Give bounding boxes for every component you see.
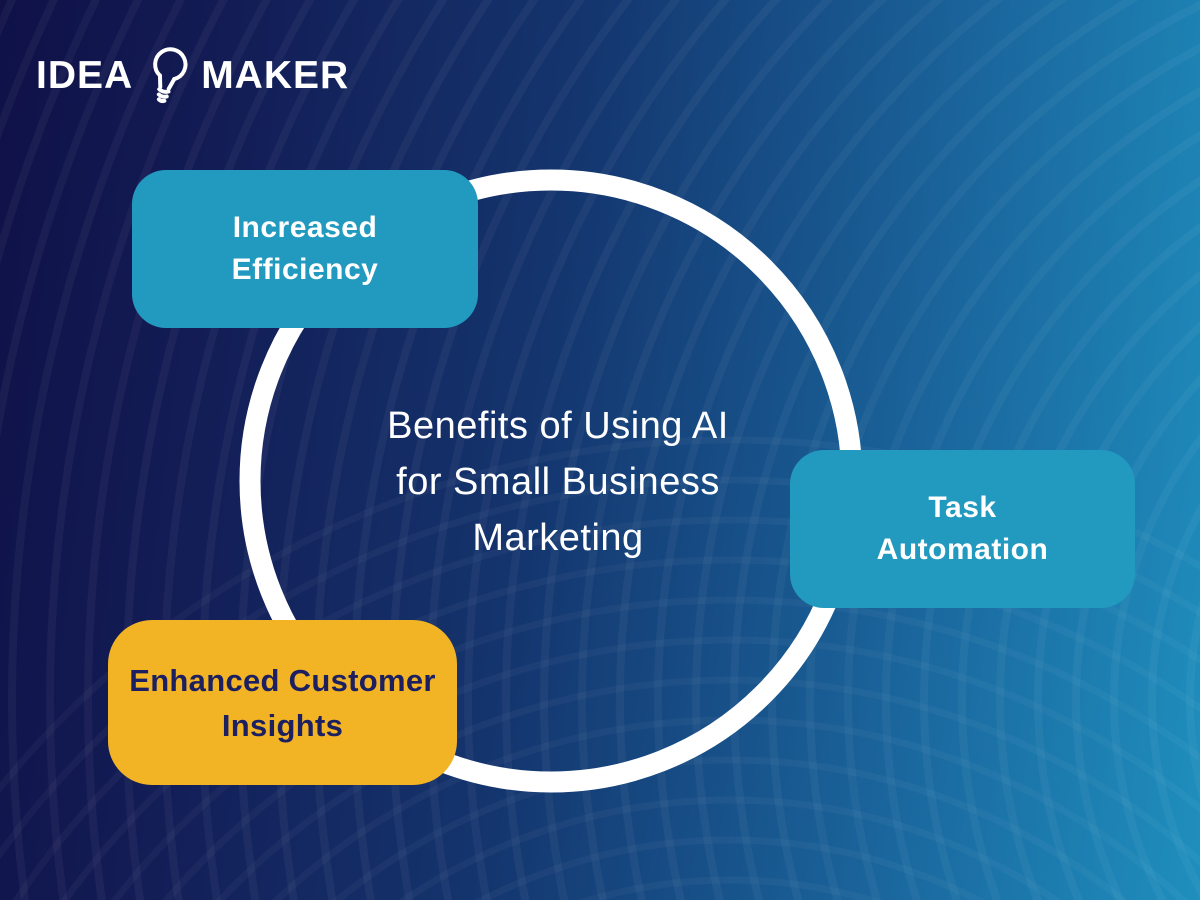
benefit-box-enhanced-customer-insights: Enhanced Customer Insights <box>108 620 457 785</box>
benefit-label-line: Efficiency <box>231 253 379 286</box>
lightbulb-icon <box>153 47 188 104</box>
benefit-label-line: Increased <box>232 211 378 244</box>
benefit-box-increased-efficiency: Increased Efficiency <box>132 170 478 328</box>
main-title-line: for Small Business <box>396 461 720 503</box>
main-title: Benefits of Using AI for Small Business … <box>346 398 770 566</box>
main-title-line: Benefits of Using AI <box>387 405 729 447</box>
logo: IDEA MAKER <box>36 40 349 112</box>
logo-word-idea: IDEA <box>36 54 134 97</box>
benefit-box-task-automation: Task Automation <box>790 450 1135 608</box>
logo-word-maker: MAKER <box>201 54 350 97</box>
benefit-label-line: Insights <box>221 707 344 743</box>
main-title-line: Marketing <box>472 517 644 559</box>
benefit-label-line: Automation <box>876 533 1049 566</box>
benefit-label-line: Task <box>928 491 997 524</box>
benefit-label-line: Enhanced Customer <box>129 662 436 698</box>
